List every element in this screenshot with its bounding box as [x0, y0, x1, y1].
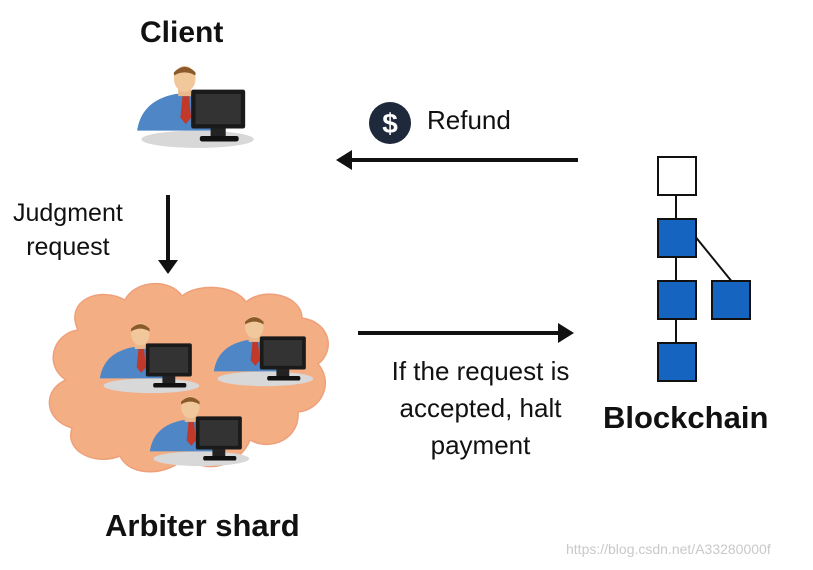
blockchain-graph: [657, 156, 751, 382]
dollar-coin-icon: $: [369, 102, 411, 144]
refund-arrow: [336, 150, 578, 170]
svg-text:$: $: [382, 108, 398, 139]
client-person-icon: [137, 65, 254, 148]
blockchain-title: Blockchain: [603, 400, 769, 435]
block-3: [657, 342, 697, 382]
refund-label: Refund: [427, 105, 511, 135]
block-1: [657, 218, 697, 258]
halt-payment-label: If the request is accepted, halt payment: [358, 353, 603, 464]
judgment-request-label: Judgment request: [13, 196, 123, 264]
arbiter-shard-title: Arbiter shard: [105, 508, 300, 543]
judgment-request-line-2: request: [26, 233, 110, 261]
block-empty: [657, 156, 697, 196]
judgment-request-line-1: Judgment: [13, 199, 123, 227]
client-title: Client: [140, 16, 224, 49]
halt-payment-line-2: accepted, halt: [399, 393, 562, 423]
halt-payment-line-3: payment: [430, 430, 531, 460]
block-fork: [711, 280, 751, 320]
judgment-request-arrow: [158, 195, 178, 274]
block-2: [657, 280, 697, 320]
watermark-text: https://blog.csdn.net/A33280000f: [566, 541, 771, 557]
halt-payment-arrow: [358, 323, 574, 343]
halt-payment-line-1: If the request is: [391, 356, 570, 386]
